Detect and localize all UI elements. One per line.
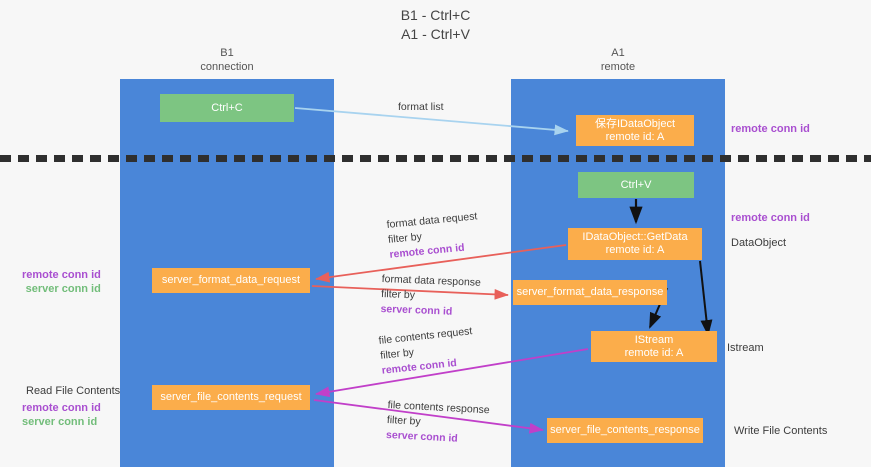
lane-header-a1: A1 remote: [511, 46, 725, 74]
lane-b1-name: B1: [220, 47, 234, 59]
node-getdata[interactable]: IDataObject::GetData remote id: A: [568, 228, 702, 260]
edge-label-file-contents-response-filter: filter by server conn id: [386, 413, 490, 448]
filter-key-fdresp: server conn id: [380, 302, 453, 318]
annotation-write-file-contents: Write File Contents: [734, 425, 828, 437]
node-server-file-contents-request-label: server_file_contents_request: [160, 391, 302, 403]
edge-label-format-data-request: format data request filter by remote con…: [386, 209, 481, 263]
node-server-file-contents-response-label: server_file_contents_response: [550, 424, 700, 436]
annotation-remote-conn-id-mid: remote conn id: [731, 212, 810, 224]
node-istream[interactable]: IStream remote id: A: [591, 331, 717, 362]
edge-label-file-contents-request: file contents request filter by remote c…: [378, 324, 476, 379]
lane-a1-name: A1: [611, 47, 625, 59]
node-ctrl-c-label: Ctrl+C: [211, 101, 243, 114]
edge-label-format-data-response: format data response filter by server co…: [380, 272, 481, 321]
edge-label-format-list-text: format list: [398, 101, 444, 113]
lane-header-b1: B1 connection: [120, 46, 334, 74]
annotation-group-left-bottom: remote conn id server conn id: [22, 401, 101, 429]
node-idataobject-sub: remote id: A: [605, 130, 665, 143]
lane-a1-role: remote: [600, 61, 636, 73]
node-server-format-data-request[interactable]: server_format_data_request: [152, 268, 310, 293]
annotation-left-server-conn-id-2: server conn id: [22, 416, 98, 428]
node-server-file-contents-response[interactable]: server_file_contents_response: [547, 418, 703, 443]
annotation-read-file-contents: Read File Contents: [26, 385, 121, 397]
title-line-2: A1 - Ctrl+V: [401, 26, 470, 42]
node-server-format-data-request-label: server_format_data_request: [161, 274, 301, 286]
node-idataobject[interactable]: 保存IDataObject remote id: A: [576, 115, 694, 146]
lane-b1-role: connection: [200, 61, 254, 73]
node-ctrl-v[interactable]: Ctrl+V: [578, 172, 694, 198]
node-idataobject-label: 保存IDataObject: [594, 117, 676, 130]
node-getdata-label: IDataObject::GetData: [582, 231, 688, 243]
diagram-title: B1 - Ctrl+C A1 - Ctrl+V: [0, 6, 871, 44]
annotation-dataobject: DataObject: [731, 237, 787, 249]
title-line-1: B1 - Ctrl+C: [400, 7, 471, 23]
annotation-group-left-top: remote conn id server conn id: [22, 268, 101, 296]
annotation-left-remote-conn-id-2: remote conn id: [22, 402, 101, 414]
node-istream-sub: remote id: A: [624, 346, 684, 359]
node-ctrl-v-label: Ctrl+V: [620, 178, 652, 191]
node-getdata-sub: remote id: A: [605, 244, 665, 256]
edge-label-file-contents-response: file contents response filter by server …: [386, 398, 490, 448]
annotation-remote-conn-id-top: remote conn id: [731, 123, 810, 135]
annotation-left-server-conn-id-1: server conn id: [25, 283, 101, 295]
edge-label-format-list: format list: [398, 100, 444, 115]
annotation-left-remote-conn-id-1: remote conn id: [22, 269, 101, 281]
phase-divider: [0, 155, 871, 162]
node-ctrl-c[interactable]: Ctrl+C: [160, 94, 294, 122]
node-istream-label: IStream: [634, 333, 674, 346]
node-server-file-contents-request[interactable]: server_file_contents_request: [152, 385, 310, 410]
annotation-istream: Istream: [727, 342, 764, 354]
edge-label-format-data-response-filter: filter by server conn id: [380, 287, 480, 321]
node-server-format-data-response-label: server_format_data_response: [516, 286, 664, 298]
node-server-format-data-response[interactable]: server_format_data_response: [513, 280, 667, 305]
